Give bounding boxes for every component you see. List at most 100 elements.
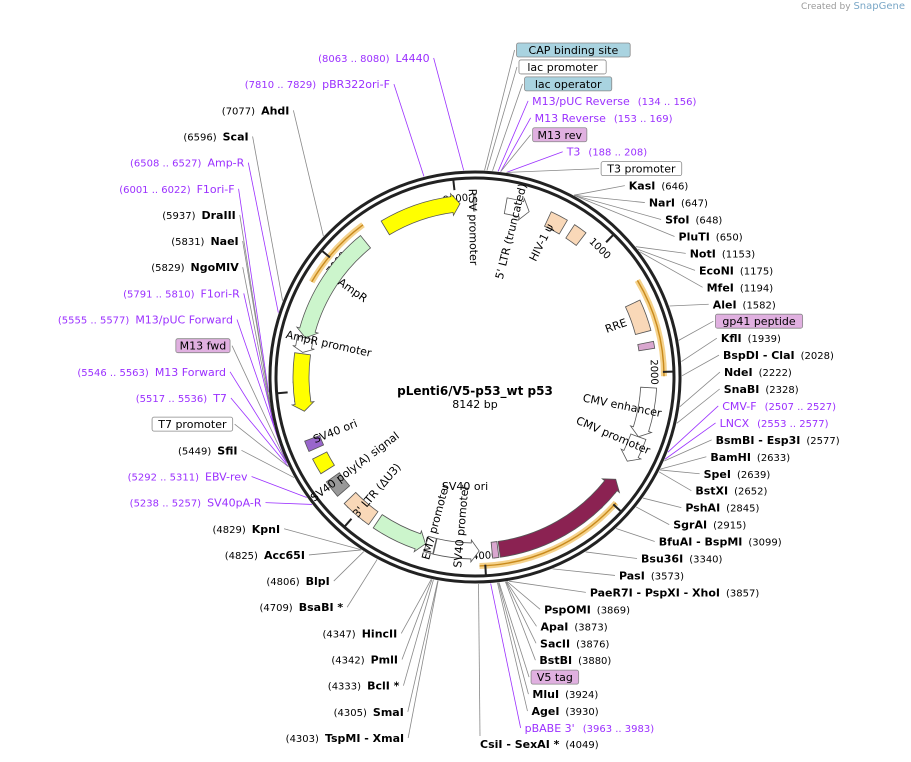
inner-label-rsv-promoter: RSV promoter	[466, 189, 480, 266]
feature-tag-lac-promoter: lac promoter	[527, 61, 598, 74]
feature-tag-box	[524, 76, 613, 92]
site-name: NotI	[690, 247, 716, 260]
site-agei: AgeI(3930)	[531, 705, 598, 718]
label-leader	[241, 449, 295, 478]
feature-sv40-poly-a-signal	[325, 472, 351, 497]
feature-tag-gp41-peptide: gp41 peptide	[722, 315, 796, 328]
label-leader	[346, 559, 378, 608]
primer-range: (153 .. 169)	[614, 114, 673, 125]
inner-label-sv40-ori: SV40 ori	[442, 480, 488, 493]
site-position: (2845)	[726, 504, 759, 515]
site-name: PmlI	[371, 654, 398, 667]
backbone-inner	[274, 176, 676, 578]
site-position: (5829)	[151, 263, 184, 274]
label-leader	[229, 371, 287, 463]
label-leader	[681, 354, 720, 377]
site-scai: (6596)ScaI	[183, 130, 248, 143]
site-kasi: KasI(646)	[629, 180, 689, 193]
label-leader	[497, 582, 528, 712]
label-leader	[664, 439, 712, 462]
primer-range: (5238 .. 5257)	[130, 499, 202, 510]
site-name: SmaI	[373, 706, 404, 719]
primer-amp-r: (6508 .. 6527)Amp-R	[130, 157, 245, 170]
site-name: BfuAI - BspMI	[659, 536, 743, 549]
orf-arc	[311, 224, 364, 283]
label-leader	[401, 579, 433, 660]
label-leader	[486, 66, 518, 171]
site-name: PaeR7I - PspXI - XhoI	[590, 586, 720, 599]
site-mlui: MluI(3924)	[532, 688, 598, 701]
label-leader	[635, 506, 670, 525]
feature-rre	[624, 299, 652, 335]
label-leader	[574, 194, 645, 203]
label-leader	[639, 251, 703, 288]
label-leader	[508, 580, 586, 593]
primer-m13-puc-forward: (5555 .. 5577)M13/pUC Forward	[58, 314, 233, 327]
site-name: AgeI	[531, 705, 559, 718]
primer-range: (5791 .. 5810)	[123, 289, 195, 300]
site-bsmbi-esp3i: BsmBI - Esp3I(2577)	[716, 434, 840, 447]
primer-m13-reverse: M13 Reverse(153 .. 169)	[535, 112, 673, 125]
orf-arc	[636, 280, 665, 377]
feature-tag-box	[175, 338, 231, 354]
primer-l4440: (8063 .. 8080) L4440	[318, 52, 430, 65]
site-blpi: (4806)BlpI	[266, 575, 329, 588]
site-name: KasI	[629, 180, 656, 193]
label-leader	[400, 579, 432, 634]
site-name: SgrAI	[673, 519, 707, 532]
site-name: PshAI	[685, 502, 720, 515]
feature-tag-cap-binding-site: CAP binding site	[529, 44, 619, 57]
inner-label-rre: RRE	[603, 316, 628, 336]
feature-tag-box	[151, 416, 234, 432]
site-position: (3099)	[748, 538, 781, 549]
site-pluti: PluTI(650)	[679, 230, 743, 243]
feature-cmv-enhancer	[629, 386, 658, 438]
site-position: (647)	[681, 199, 708, 210]
label-leader	[498, 582, 530, 678]
site-bcli: (4333)BclI *	[328, 680, 400, 693]
feature-tag-v5-tag: V5 tag	[537, 671, 573, 684]
site-name: BsmBI - Esp3I	[716, 434, 801, 447]
primer-name: M13 Forward	[155, 366, 226, 379]
label-leader	[679, 371, 721, 407]
label-leader	[659, 469, 700, 475]
feature-sv40-promoter	[432, 538, 480, 564]
tick-mark	[277, 391, 288, 395]
site-name: BstBI	[539, 654, 572, 667]
inner-label-hiv-1: HIV-1 ψ	[527, 222, 557, 264]
primer-name: pBR322ori-F	[322, 78, 390, 91]
primer-name: L4440	[396, 52, 430, 65]
site-name: SfiI	[217, 444, 237, 457]
feature-tag-box	[532, 127, 588, 143]
tick-mark	[344, 518, 353, 527]
site-econi: EcoNI(1175)	[699, 264, 773, 277]
primer-range: (8063 .. 8080)	[318, 54, 390, 65]
feature-bsd	[372, 514, 426, 553]
primer-range: (5292 .. 5311)	[128, 472, 200, 483]
label-leader	[238, 188, 269, 393]
label-leader	[500, 117, 532, 172]
primer-range: (3963 .. 3983)	[583, 724, 655, 735]
label-leader	[574, 194, 662, 220]
label-leader	[676, 388, 720, 424]
site-bstxi: BstXI(2652)	[695, 485, 767, 498]
site-naei: (5831)NaeI	[171, 235, 238, 248]
label-leader	[243, 293, 275, 426]
feature-tag-m13-rev: M13 rev	[537, 129, 582, 142]
label-leader	[293, 110, 324, 237]
site-position: (2028)	[801, 351, 834, 362]
feature-sv40-ori	[304, 434, 325, 453]
label-leader	[478, 583, 481, 737]
primer-lncx: LNCX(2553 .. 2577)	[720, 417, 829, 430]
site-pmli: (4342)PmlI	[331, 654, 398, 667]
primer-sv40pa-r: (5238 .. 5257)SV40pA-R	[130, 497, 262, 510]
site-position: (4305)	[334, 708, 367, 719]
label-leader	[573, 185, 625, 196]
label-leader	[506, 151, 563, 173]
label-leader	[498, 582, 529, 695]
feature-3-ltr-u3	[343, 491, 379, 526]
site-sacii: SacII(3876)	[540, 637, 609, 650]
site-position: (650)	[716, 232, 743, 243]
feature-tag-t3-promoter: T3 promoter	[606, 163, 676, 176]
